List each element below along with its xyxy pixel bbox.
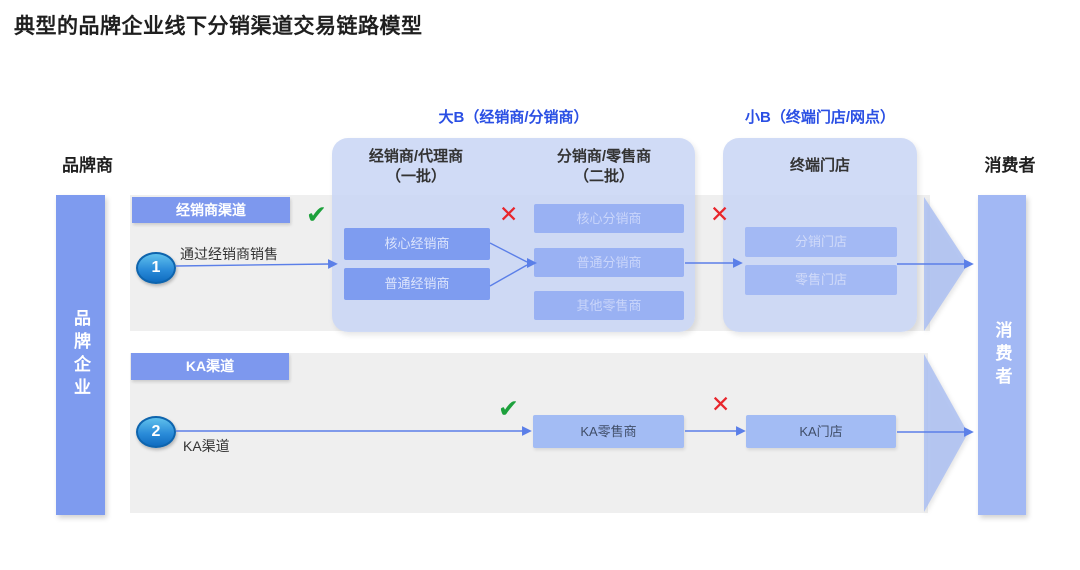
step-caption-1: 通过经销商销售 (180, 246, 278, 262)
node-ka-retailer: KA零售商 (533, 415, 684, 448)
check-icon: ✔ (306, 201, 327, 229)
consumer-chevron-top (924, 197, 968, 331)
cross-icon: ✕ (710, 201, 730, 227)
channel-label-ka: KA渠道 (131, 353, 289, 380)
consumer-bar-label: 消费者 (992, 320, 1012, 390)
node-ka-store: KA门店 (746, 415, 896, 448)
check-icon: ✔ (498, 395, 519, 423)
step-caption-2: KA渠道 (183, 438, 230, 454)
small-b-label: 小B（终端门店/网点） (744, 109, 895, 126)
tier1-column-header-line2: （一批） (385, 167, 446, 185)
step-badge-2: 2 (136, 416, 176, 448)
tier2-column-header-line1: 分销商/零售商 (556, 148, 652, 165)
node-general-subdistributor: 普通分销商 (534, 248, 684, 277)
consumer-header: 消费者 (984, 156, 1036, 175)
channel-label-distributor: 经销商渠道 (132, 197, 290, 223)
big-b-label: 大B（经销商/分销商） (438, 109, 589, 126)
terminal-column-header: 终端门店 (789, 157, 850, 174)
node-general-distributor: 普通经销商 (344, 268, 490, 300)
brand-enterprise-bar-label: 品牌企业 (71, 309, 90, 401)
tier2-column-header: 分销商/零售商 （二批） (524, 147, 684, 186)
node-retail-store: 零售门店 (745, 265, 897, 295)
brand-header: 品牌商 (62, 156, 113, 175)
step-badge-1: 1 (136, 252, 176, 284)
consumer-chevron-bottom (924, 354, 968, 512)
cross-icon: ✕ (711, 391, 731, 417)
page-title: 典型的品牌企业线下分销渠道交易链路模型 (14, 15, 423, 38)
tier1-column-header: 经销商/代理商 （一批） (336, 147, 496, 186)
cross-icon: ✕ (499, 201, 519, 227)
tier2-column-header-line2: （二批） (573, 167, 634, 185)
node-other-retailer: 其他零售商 (534, 291, 684, 320)
node-core-subdistributor: 核心分销商 (534, 204, 684, 233)
brand-enterprise-bar: 品牌企业 (56, 195, 105, 515)
tier1-column-header-line1: 经销商/代理商 (368, 148, 464, 165)
node-distribution-store: 分销门店 (745, 227, 897, 257)
node-core-distributor: 核心经销商 (344, 228, 490, 260)
consumer-bar: 消费者 (978, 195, 1026, 515)
